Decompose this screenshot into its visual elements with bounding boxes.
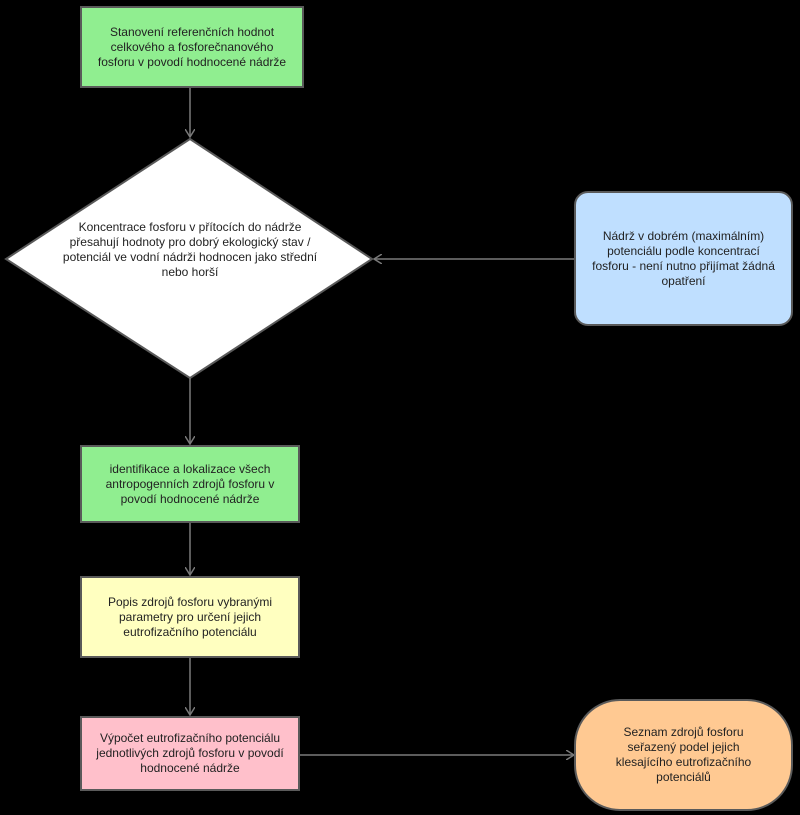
reference-values-text: Stanovení referenčních hodnot celkového … (97, 24, 287, 69)
identify-sources-text: identifikace a lokalizace všech antropog… (105, 461, 275, 506)
describe-sources-text: Popis zdrojů fosforu vybranými parametry… (107, 594, 273, 639)
identify-sources-box: identifikace a lokalizace všech antropog… (80, 445, 300, 523)
ranking-list-box: Seznam zdrojů fosforu seřazený podel jej… (574, 699, 793, 811)
ranking-list-text: Seznam zdrojů fosforu seřazený podel jej… (615, 725, 752, 784)
good-state-box: Nádrž v dobrém (maximálním) potenciálu p… (574, 191, 793, 326)
calculate-potential-text: Výpočet eutrofizačního potenciálu jednot… (96, 731, 284, 775)
describe-sources-box: Popis zdrojů fosforu vybranými parametry… (80, 576, 300, 658)
decision-text: Koncentrace fosforu v přítocích do nádrž… (62, 220, 318, 279)
calculate-potential-box: Výpočet eutrofizačního potenciálu jednot… (80, 716, 300, 791)
good-state-text: Nádrž v dobrém (maximálním) potenciálu p… (592, 228, 775, 288)
reference-values-box: Stanovení referenčních hodnot celkového … (80, 6, 304, 88)
